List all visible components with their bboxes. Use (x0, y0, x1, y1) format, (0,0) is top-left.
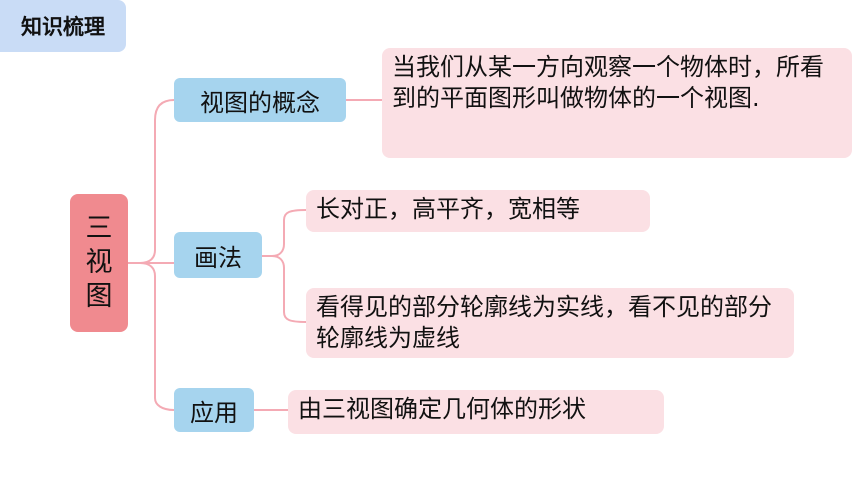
leaf-line-rule: 看得见的部分轮廓线为实线，看不见的部分轮廓线为虚线 (306, 288, 794, 358)
root-char: 图 (85, 281, 113, 312)
page-title: 知识梳理 (0, 0, 126, 52)
category-drawing-method: 画法 (174, 232, 262, 278)
connector-root-application (139, 262, 175, 411)
root-node: 三 视 图 (70, 194, 128, 332)
leaf-drawing-rule: 长对正，高平齐，宽相等 (306, 190, 650, 232)
category-view-concept: 视图的概念 (174, 78, 346, 122)
leaf-view-definition: 当我们从某一方向观察一个物体时，所看到的平面图形叫做物体的一个视图. (382, 48, 852, 158)
root-char: 三 (85, 213, 113, 244)
connector-root-concept (128, 99, 175, 264)
root-char: 视 (85, 247, 113, 278)
connector-method-leaf1 (262, 209, 307, 257)
category-application: 应用 (174, 388, 254, 432)
leaf-application: 由三视图确定几何体的形状 (288, 390, 664, 434)
connector-method-leaf2 (271, 255, 307, 323)
